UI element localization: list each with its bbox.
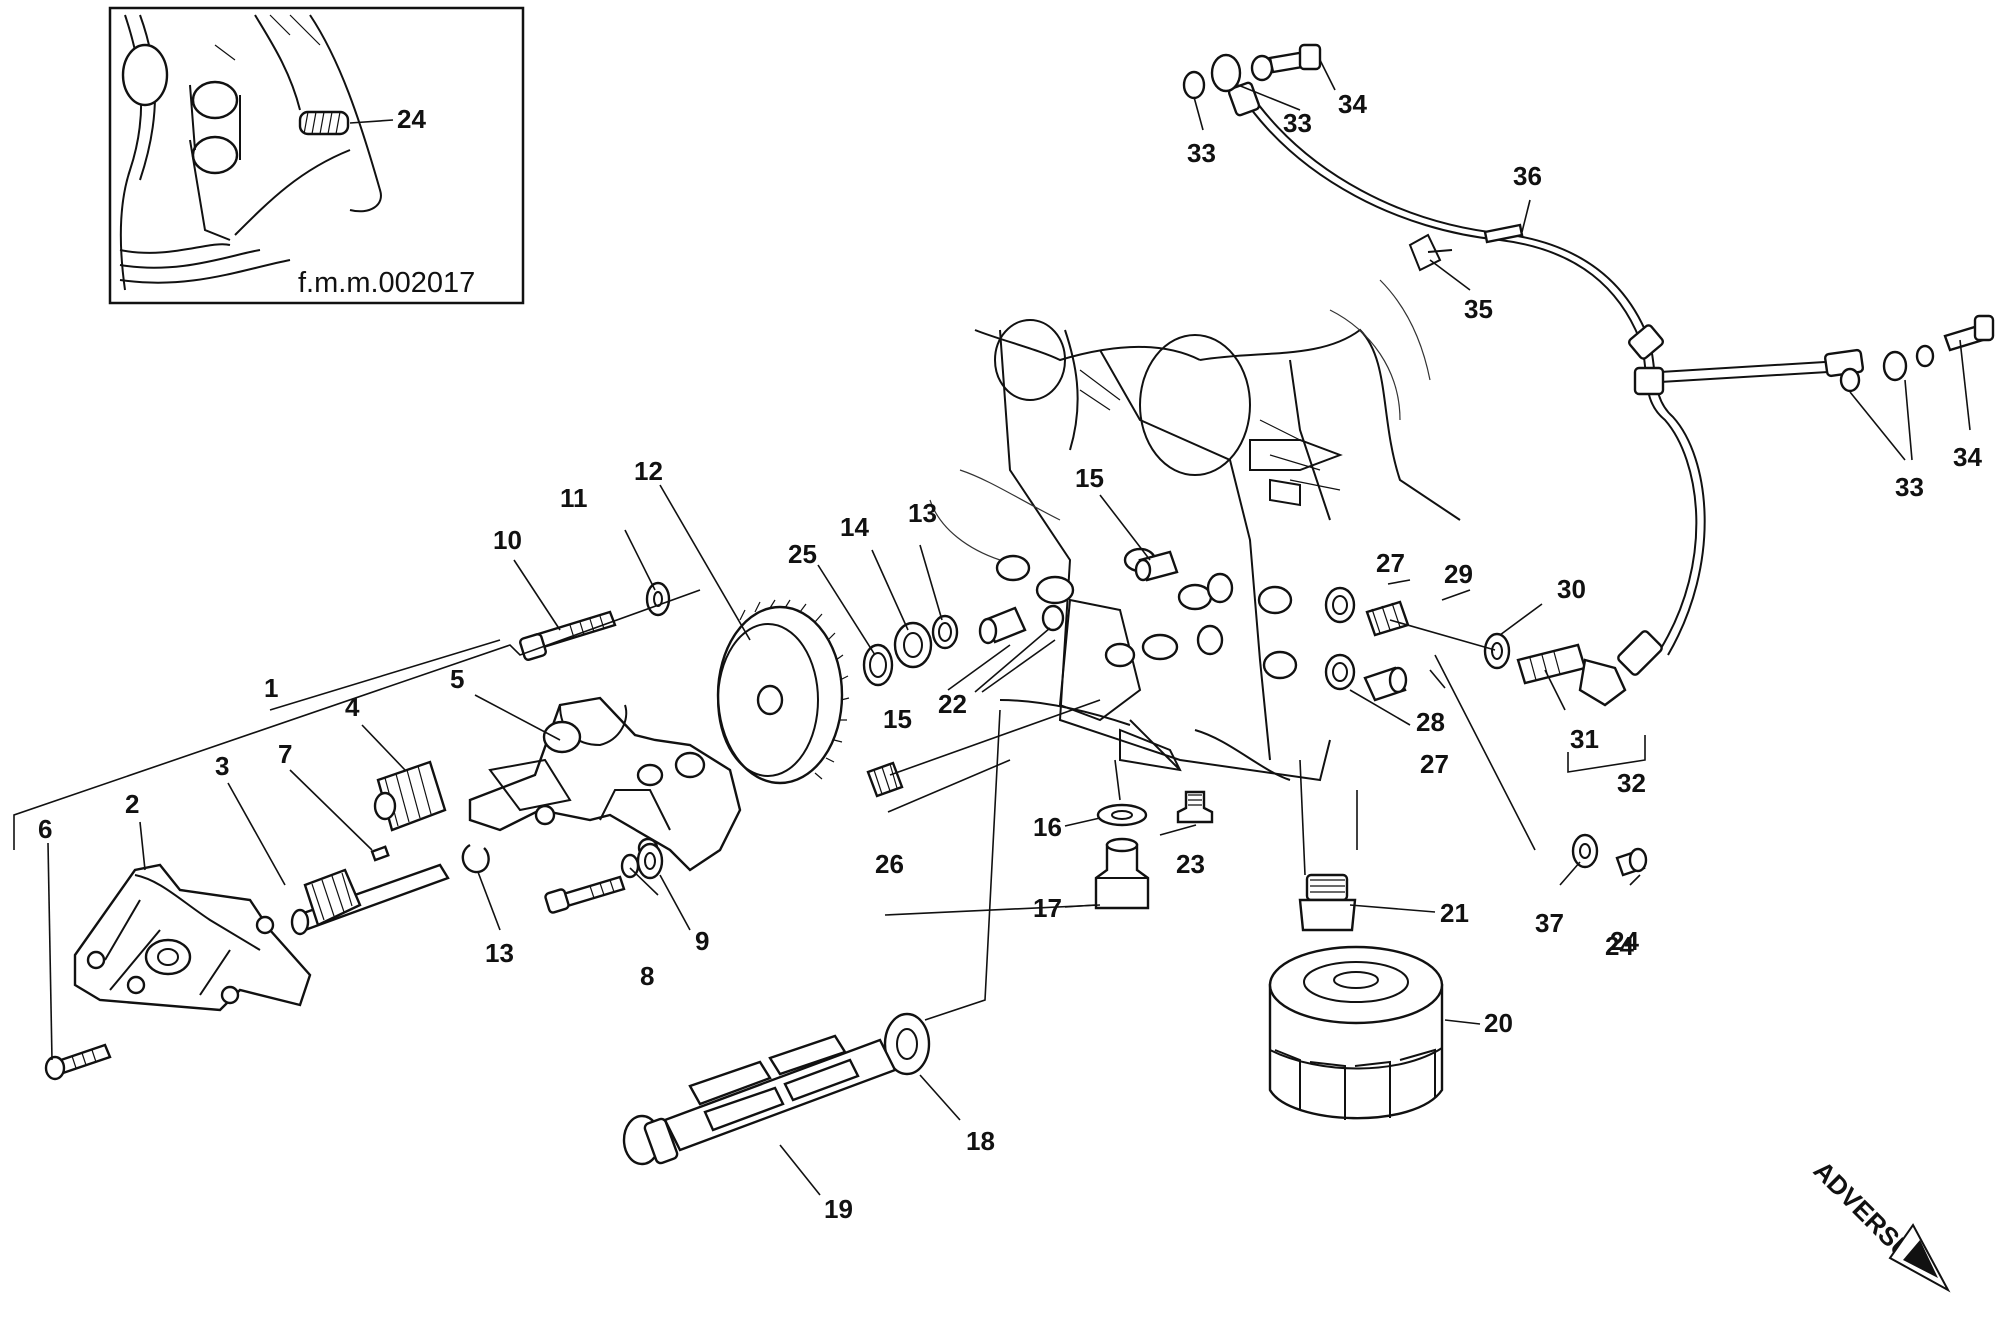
callout: 1 xyxy=(264,673,278,703)
washer-30 xyxy=(1483,632,1511,670)
strainer-19 xyxy=(622,1034,897,1166)
callout: 33 xyxy=(1895,472,1924,502)
fitting-21 xyxy=(1298,873,1357,932)
oring-22 xyxy=(1041,604,1065,632)
inset-setscrew xyxy=(298,110,350,136)
plug-28 xyxy=(1363,666,1408,702)
washer-37 xyxy=(1571,833,1599,869)
washer-27a xyxy=(1324,586,1356,624)
inset-detail: 24 f.m.m.002017 xyxy=(108,6,525,305)
callout: 27 xyxy=(1376,548,1405,578)
screw-6 xyxy=(44,1043,112,1081)
callout: 14 xyxy=(840,512,869,542)
small-gear xyxy=(373,760,447,832)
oil-filter-20 xyxy=(1268,945,1444,1120)
callout: 24 xyxy=(1605,931,1634,961)
washer-25 xyxy=(862,643,894,687)
washer-18 xyxy=(883,1012,931,1076)
callout: 32 xyxy=(1617,768,1646,798)
callout: 10 xyxy=(493,525,522,555)
washer-33a xyxy=(1182,70,1206,100)
inset-callout-24: 24 xyxy=(397,104,426,134)
pump-shaft xyxy=(290,863,450,936)
oil-pipe xyxy=(1227,81,1865,676)
pump-driven-gear xyxy=(716,599,850,785)
callout: 33 xyxy=(1187,138,1216,168)
bolt-34a xyxy=(1268,43,1322,74)
washer-9 xyxy=(636,842,664,880)
callout: 27 xyxy=(1420,749,1449,779)
circlip-13b xyxy=(931,614,959,650)
callout: 31 xyxy=(1570,724,1599,754)
washer-33c xyxy=(1250,54,1274,82)
callout: 37 xyxy=(1535,908,1564,938)
callout: 19 xyxy=(824,1194,853,1224)
callout: 15 xyxy=(883,704,912,734)
plug-29 xyxy=(1365,600,1410,637)
washer-33e xyxy=(1882,350,1908,382)
callout: 21 xyxy=(1440,898,1469,928)
crankcase xyxy=(929,279,1461,782)
callout: 13 xyxy=(485,938,514,968)
leader-lines xyxy=(13,59,1971,1196)
pump-body xyxy=(468,696,742,872)
callout: 16 xyxy=(1033,812,1062,842)
callout: 29 xyxy=(1444,559,1473,589)
callout-labels: 1 2 3 4 5 6 7 8 9 10 11 12 13 13 14 15 1… xyxy=(38,89,1982,1224)
woodruff-key xyxy=(370,845,390,862)
washer-27b xyxy=(1324,653,1356,691)
callout: 35 xyxy=(1464,294,1493,324)
bolt-34b xyxy=(1943,314,1995,352)
callout: 20 xyxy=(1484,1008,1513,1038)
washer-16 xyxy=(1096,803,1148,827)
callout: 9 xyxy=(695,926,709,956)
callout: 33 xyxy=(1283,108,1312,138)
callout: 15 xyxy=(1075,463,1104,493)
seal-14 xyxy=(893,621,933,669)
plug-17 xyxy=(1094,837,1150,910)
bolt-8 xyxy=(544,875,626,914)
callout: 23 xyxy=(1176,849,1205,879)
callout: 17 xyxy=(1033,893,1062,923)
bolt-24b xyxy=(1615,847,1648,877)
callout: 11 xyxy=(560,483,588,513)
washer-33d xyxy=(1839,367,1861,393)
callout: 34 xyxy=(1338,89,1367,119)
callout: 3 xyxy=(215,751,229,781)
bolt-10 xyxy=(519,610,617,661)
callout: 18 xyxy=(966,1126,995,1156)
callout: 30 xyxy=(1557,574,1586,604)
callout: 2 xyxy=(125,789,139,819)
callout: 36 xyxy=(1513,161,1542,191)
callout: 5 xyxy=(450,664,464,694)
callout: 4 xyxy=(345,692,360,722)
callout: 26 xyxy=(875,849,904,879)
washer-33b xyxy=(1210,53,1242,93)
washer-11 xyxy=(645,581,671,617)
callout: 28 xyxy=(1416,707,1445,737)
callout: 25 xyxy=(788,539,817,569)
callout: 12 xyxy=(634,456,663,486)
washer-33f xyxy=(1915,344,1935,368)
callout: 34 xyxy=(1953,442,1982,472)
circlip-13 xyxy=(461,843,490,874)
callout: 8 xyxy=(640,961,654,991)
adversus-logo: ADVERSUS xyxy=(1808,1155,1951,1293)
setscrew-26 xyxy=(866,761,904,798)
bolt-23 xyxy=(1176,790,1214,824)
callout: 24 xyxy=(1610,926,1639,956)
fitting-31 xyxy=(1516,643,1627,707)
callout: 7 xyxy=(278,739,292,769)
callout: 13 xyxy=(908,498,937,528)
screw-36 xyxy=(1483,223,1524,244)
callout: 6 xyxy=(38,814,52,844)
inset-ref-code: f.m.m.002017 xyxy=(298,267,475,299)
pump-cover xyxy=(73,863,312,1012)
callout: 22 xyxy=(938,689,967,719)
